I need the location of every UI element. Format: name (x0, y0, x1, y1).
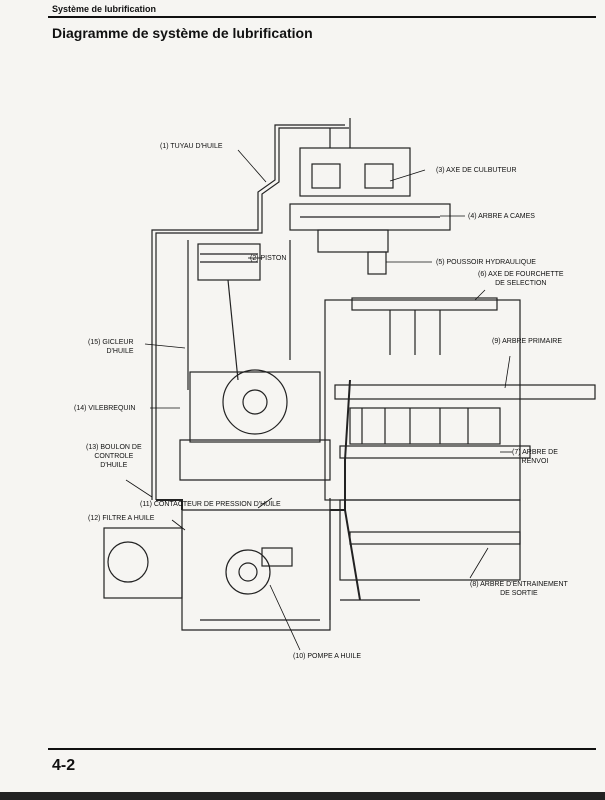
shift-fork-shaft (351, 297, 498, 311)
section-header: Système de lubrification (52, 4, 157, 14)
label-oil-filter: (12) FILTRE A HUILE (88, 515, 155, 522)
label-oil-check-bolt-line2: CONTROLE (94, 453, 134, 460)
label-hydraulic-tappet: (5) POUSSOIR HYDRAULIQUE (436, 259, 536, 266)
gearbox (324, 299, 521, 501)
oil-pipe (151, 124, 345, 500)
label-shift-fork-shaft-line1: (6) AXE DE FOURCHETTE (478, 271, 564, 278)
label-crankshaft: (14) VILEBREQUIN (74, 405, 136, 412)
label-oil-check-bolt: (13) BOULON DE CONTROLE D'HUILE (86, 443, 142, 470)
connecting-rod (227, 279, 239, 381)
label-oil-jet: (15) GICLEUR D'HUILE (88, 338, 134, 356)
label-oil-pressure-switch: (11) CONTACTEUR DE PRESSION D'HUILE (140, 501, 281, 508)
output-shaft-assembly (339, 499, 521, 581)
scan-edge (0, 792, 605, 800)
header-rule (48, 16, 596, 18)
label-oil-check-bolt-line1: (13) BOULON DE (86, 444, 142, 451)
page-number: 4-2 (52, 757, 76, 774)
label-main-shaft: (9) ARBRE PRIMAIRE (492, 338, 563, 345)
oil-filter (103, 527, 183, 599)
label-oil-check-bolt-line3: D'HUILE (100, 462, 128, 469)
hydraulic-tappet (367, 251, 387, 275)
cylinder (187, 240, 291, 390)
label-oil-pump: (10) POMPE A HUILE (293, 653, 362, 660)
label-oil-jet-line2: D'HUILE (106, 348, 134, 355)
label-rocker-shaft: (3) AXE DE CULBUTEUR (436, 167, 517, 174)
label-camshaft: (4) ARBRE A CAMES (468, 213, 535, 220)
label-output-shaft-line2: DE SORTIE (500, 590, 538, 597)
label-counter-shaft-line2: RENVOI (521, 458, 549, 465)
label-piston: (2) PISTON (250, 255, 287, 262)
main-shaft (334, 384, 596, 400)
oil-passage (156, 379, 361, 601)
label-output-shaft-line1: (8) ARBRE D'ENTRAINEMENT (470, 581, 568, 588)
label-shift-fork-shaft-line2: DE SELECTION (495, 280, 547, 287)
page-title: Diagramme de système de lubrification (52, 25, 313, 41)
counter-shaft (339, 445, 531, 459)
label-output-shaft: (8) ARBRE D'ENTRAINEMENT DE SORTIE (470, 580, 568, 598)
piston (197, 243, 261, 281)
footer-rule (48, 748, 596, 750)
label-oil-pipe: (1) TUYAU D'HUILE (160, 143, 223, 150)
label-oil-jet-line1: (15) GICLEUR (88, 339, 134, 346)
label-counter-shaft: (7) ARBRE DE RENVOI (512, 448, 558, 466)
pump-housing (181, 509, 331, 631)
oil-pump (225, 549, 271, 595)
crankshaft (222, 369, 288, 435)
label-shift-fork-shaft: (6) AXE DE FOURCHETTE DE SELECTION (478, 270, 564, 288)
label-counter-shaft-line1: (7) ARBRE DE (512, 449, 558, 456)
rocker-assembly (299, 147, 411, 197)
